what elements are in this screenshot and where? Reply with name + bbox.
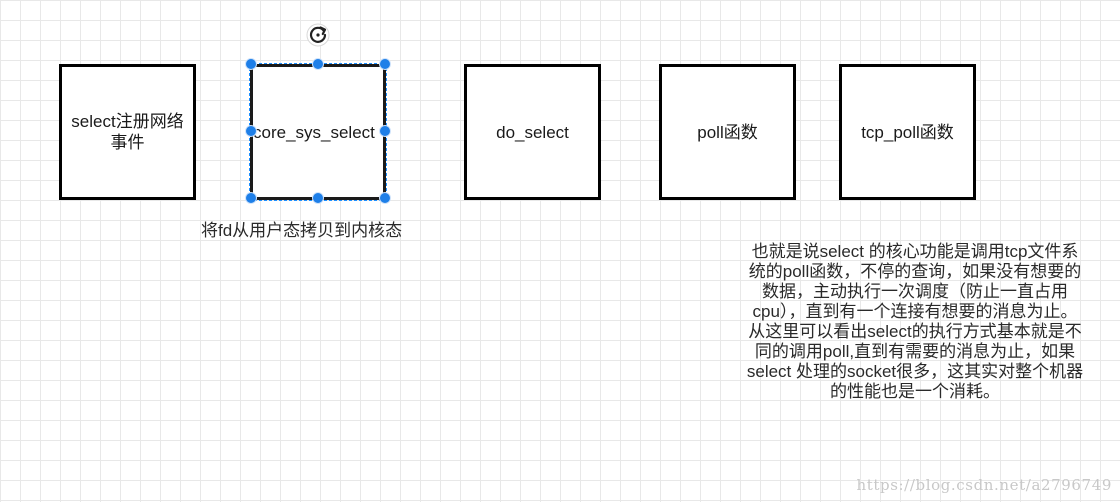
note-copy-fd[interactable]: 将fd从用户态拷贝到内核态 (201, 221, 403, 240)
node-tcp-poll-label: tcp_poll函数 (861, 122, 954, 142)
node-poll-label: poll函数 (697, 122, 758, 142)
resize-handle-bottom[interactable] (312, 192, 324, 204)
node-select-register-label: select注册网络事件 (71, 112, 184, 152)
resize-handle-bottom-right[interactable] (379, 192, 391, 204)
node-core-sys-select-label: core_sys_select (253, 122, 375, 142)
explanation-text[interactable]: 也就是说select 的核心功能是调用tcp文件系统的poll函数，不停的查询，… (745, 242, 1085, 402)
node-select-register[interactable]: select注册网络事件 (59, 64, 196, 200)
rotate-icon[interactable] (305, 21, 331, 47)
node-do-select[interactable]: do_select (464, 64, 601, 200)
resize-handle-top[interactable] (312, 58, 324, 70)
resize-handle-right[interactable] (379, 125, 391, 137)
node-core-sys-select[interactable]: core_sys_select (250, 64, 386, 200)
resize-handle-top-right[interactable] (379, 58, 391, 70)
resize-handle-top-left[interactable] (245, 58, 257, 70)
watermark: https://blog.csdn.net/a2796749 (856, 476, 1112, 494)
node-poll[interactable]: poll函数 (659, 64, 796, 200)
explanation-paragraph-1: 也就是说select 的核心功能是调用tcp文件系统的poll函数，不停的查询，… (748, 242, 1082, 321)
node-do-select-label: do_select (496, 122, 569, 142)
node-tcp-poll[interactable]: tcp_poll函数 (839, 64, 976, 200)
explanation-paragraph-2: 从这里可以看出select的执行方式基本就是不同的调用poll,直到有需要的消息… (746, 322, 1084, 401)
resize-handle-bottom-left[interactable] (245, 192, 257, 204)
resize-handle-left[interactable] (245, 125, 257, 137)
